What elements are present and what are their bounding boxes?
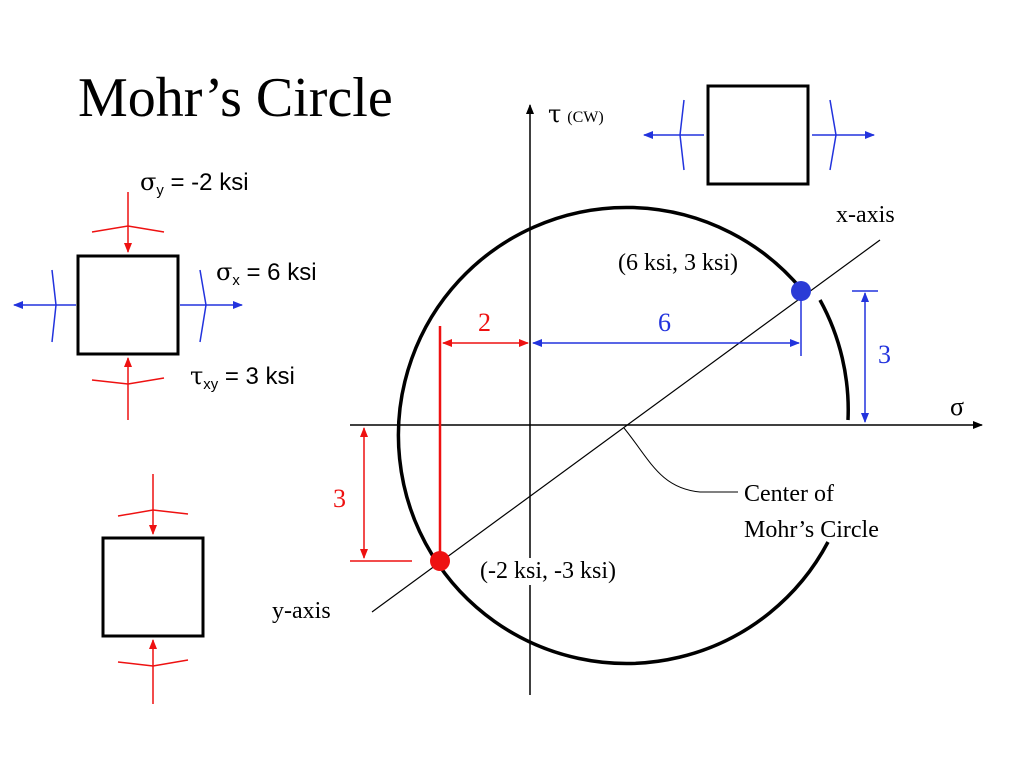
slide-title: Mohr’s Circle [78, 67, 393, 129]
stress-element-x-faces [643, 84, 875, 186]
sigma-x-label: σx = 6 ksi [216, 258, 317, 289]
tau-axis-label: τ (CW) [548, 100, 604, 129]
point-x-marker [791, 281, 811, 301]
center-label-line1: Center of [744, 481, 834, 507]
tau-xy-value: = 3 ksi [218, 363, 295, 390]
tau-xy-symbol: τ [190, 362, 204, 390]
dimension-2-value: 2 [478, 308, 491, 337]
sigma-y-value: = -2 ksi [163, 169, 249, 196]
x-axis-label: x-axis [836, 202, 895, 228]
stress-element-y-faces [101, 474, 205, 704]
center-leader-line [623, 427, 738, 493]
tau-xy-subscript: xy [203, 377, 219, 394]
mohrs-circle-arc-right [818, 299, 850, 421]
mohrs-circle [396, 205, 830, 666]
tau-axis-symbol: τ [548, 100, 562, 128]
sigma-y-label: σy = -2 ksi [140, 168, 249, 199]
sigma-x-symbol: σ [216, 258, 233, 286]
dimension-3-blue-value: 3 [878, 340, 891, 369]
sigma-x-value: = 6 ksi [239, 259, 317, 286]
point-y-coordinates: (-2 ksi, -3 ksi) [476, 558, 620, 585]
dimension-6-value: 6 [658, 308, 671, 337]
point-x-coordinates: (6 ksi, 3 ksi) [618, 250, 738, 276]
center-label: Center of Mohr’s Circle [744, 476, 879, 548]
tau-xy-label: τxy = 3 ksi [190, 362, 295, 393]
sigma-y-subscript: y [156, 183, 164, 200]
dimension-3-red-value: 3 [333, 484, 346, 513]
diameter-line [371, 239, 881, 613]
stress-element-full [13, 192, 243, 420]
center-label-line2: Mohr’s Circle [744, 517, 879, 543]
y-axis-label: y-axis [272, 598, 331, 624]
sigma-x-subscript: x [232, 273, 240, 290]
sigma-axis-label: σ [950, 392, 965, 421]
sigma-y-symbol: σ [140, 168, 157, 196]
tau-axis-note: (CW) [567, 109, 604, 126]
